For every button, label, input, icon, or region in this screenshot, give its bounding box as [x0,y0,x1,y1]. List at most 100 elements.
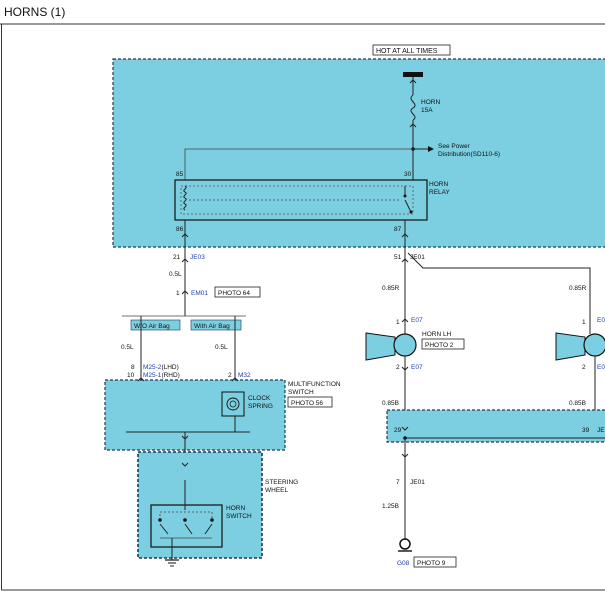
relay-name: HORN [429,181,448,188]
power-label: HOT AT ALL TIMES [376,48,438,55]
connector-chevron [401,258,409,263]
relay-pin-87: 87 [394,226,402,233]
relay-coil-feed-wire [184,148,413,180]
pin-1-horn: 1 [396,319,400,326]
relay-coil-symbol [183,185,187,211]
ground-eyelet-icon [399,538,411,550]
relay-pin-86: 86 [176,226,184,233]
connector-je01-top: JE01 [410,254,425,261]
diagram-title: HORNS (1) [4,5,65,19]
photo-64-box [214,286,261,298]
connector-chevron [181,233,189,238]
wire-wo: 0.5L [121,344,134,351]
photo-2: PHOTO 2 [425,342,454,349]
power-label-box [372,44,451,56]
switch-blade [204,523,213,535]
fuse-name: HORN [421,99,440,106]
multifunction-name-2: SWITCH [288,389,314,396]
switch-blade [184,523,193,535]
horn-lh-name: HORN LH [422,331,452,338]
pin-2-horn: 2 [396,364,400,371]
horn-lh-body [393,333,417,357]
horn-switch-box [150,504,223,548]
arrow-right-icon [428,146,434,152]
photo-2-box [421,338,465,350]
clock-spring-label: CLOCK [248,395,271,402]
pin-7: 7 [396,479,400,486]
fuse-symbol [410,94,416,121]
switch-contact [158,518,162,522]
pin-39: 39 [582,427,590,434]
option-wo-airbag [130,319,181,331]
connector-e07-top: E07 [411,317,423,324]
connector-chevron [181,435,189,440]
multifunction-name: MULTIFUNCTION [288,381,341,388]
ground-g08: G08 [397,560,410,567]
connector-em01: EM01 [191,290,208,297]
option-wo-airbag-label: W/O Air Bag [134,323,170,330]
connector-chevron [409,123,417,128]
horn-rh-body [583,333,605,357]
option-with-airbag [190,319,242,331]
connector-m25-1-id: M25-1 [143,372,162,379]
relay-pin-30: 30 [404,171,412,178]
wire-with: 0.5L [215,344,228,351]
horn-switch-label: HORN [226,505,245,512]
connector-chevron [231,377,239,382]
connector-chevron [401,318,409,323]
horn-switch-label-2: SWITCH [226,513,252,520]
connector-chevron [401,426,409,431]
connector-chevron [181,462,189,467]
connector-chevron [401,366,409,371]
pin-2-horn-right: 2 [582,364,586,371]
steering-wheel-name: STEERING [265,479,298,486]
connector-m32: M32 [238,372,251,379]
connector-chevron [137,377,145,382]
pin-2-m32: 2 [228,372,232,379]
connector-chevron [409,79,417,84]
connector-m25-2-id: M25-2 [143,364,162,371]
wire-0-5l: 0.5L [169,271,182,278]
fuse-rating: 15A [421,107,433,114]
pin-10: 10 [127,372,135,379]
connector-chevron [401,453,409,458]
horn-switch-link [159,511,213,520]
wire-1-25b: 1.25B [382,503,399,510]
relay-contact-point [409,210,413,214]
connector-chevron [401,233,409,238]
connector-m25-2-suffix: (LHD) [161,364,178,371]
clock-spring-label-2: SPRING [248,403,273,410]
connector-m25-1-suffix: (RHD) [161,372,179,379]
ground-splice-box [386,409,605,443]
pin-29: 29 [394,427,402,434]
relay-contact-switch [404,199,412,213]
connector-chevron [181,290,189,295]
switch-blade [159,523,169,535]
pin-21: 21 [173,254,181,261]
photo-9-box [413,556,457,568]
clock-spring-box [221,391,245,417]
connector-je-right: JE [597,427,605,434]
connector-e0-right-bot: E0 [597,364,605,371]
wire-0-85r-right: 0.85R [569,285,587,292]
photo-56-box [287,396,333,408]
horn-lh-horn-icon [365,332,396,361]
pin-8: 8 [131,364,135,371]
switch-contact [210,518,214,522]
photo-64: PHOTO 64 [218,290,250,297]
see-power-text-2: Distribution(SD110-6) [438,151,500,158]
right-horn-feed-wire [407,252,591,334]
relay-name-2: RELAY [429,189,450,196]
relay-zone [112,58,605,248]
pin-51: 51 [394,254,402,261]
multifunction-switch-box [104,379,286,451]
connector-je03: JE03 [190,254,205,261]
clock-spring-icon-inner [229,400,237,408]
connector-chevron [181,258,189,263]
connector-je01-bot: JE01 [410,479,425,486]
connector-e0-right-top: E0 [597,317,605,324]
wire-0-85b-right: 0.85B [569,400,586,407]
clock-spring-icon [226,397,240,411]
horn-relay-box [174,179,428,221]
